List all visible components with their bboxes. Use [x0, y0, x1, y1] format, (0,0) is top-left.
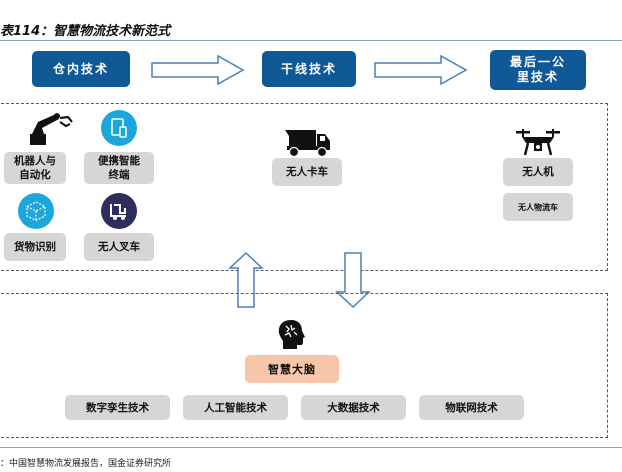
- item-portable-terminal: 便携智能 终端: [84, 152, 154, 184]
- tech-ai: 人工智能技术: [183, 395, 288, 420]
- item-robot-automation: 机器人与 自动化: [4, 152, 66, 184]
- item-label-line1: 机器人与: [14, 155, 56, 167]
- tech-label: 大数据技术: [327, 401, 380, 414]
- stage-trunk-label: 干线技术: [280, 61, 337, 76]
- tech-label: 数字孪生技术: [86, 401, 149, 414]
- item-drone: 无人机: [503, 158, 573, 186]
- stage-last-mile-line1: 最后一公: [509, 55, 566, 69]
- cube-icon: [18, 193, 54, 229]
- item-label: 无人物流车: [518, 202, 558, 212]
- tech-big-data: 大数据技术: [301, 395, 406, 420]
- item-label-line1: 便携智能: [98, 155, 140, 167]
- brain-label: 智慧大脑: [268, 363, 316, 376]
- item-cargo-recognition: 货物识别: [4, 233, 66, 261]
- drone-icon: [516, 129, 560, 156]
- item-label: 货物识别: [14, 241, 56, 253]
- item-unmanned-forklift: 无人叉车: [84, 233, 154, 261]
- truck-icon: [285, 130, 330, 158]
- stage-warehouse: 仓内技术: [32, 51, 130, 87]
- tech-label: 人工智能技术: [204, 401, 267, 414]
- tech-digital-twin: 数字孪生技术: [65, 395, 170, 420]
- forklift-icon: [101, 193, 137, 229]
- stage-trunk: 干线技术: [262, 51, 356, 87]
- right-arrow-icon: [151, 55, 245, 85]
- item-unmanned-truck: 无人卡车: [272, 158, 342, 186]
- stage-last-mile: 最后一公 里技术: [490, 50, 586, 90]
- tech-label: 物联网技术: [445, 401, 498, 414]
- brain-head-icon: [278, 320, 305, 349]
- item-label-line2: 终端: [108, 169, 130, 181]
- footer-divider: [0, 447, 622, 448]
- figure-title: 表114：智慧物流技术新范式: [0, 24, 171, 39]
- brain-layer-box: [0, 293, 608, 438]
- tech-iot: 物联网技术: [419, 395, 524, 420]
- smart-brain-box: 智慧大脑: [245, 355, 339, 383]
- item-label: 无人叉车: [98, 241, 140, 253]
- right-arrow-icon: [374, 55, 468, 85]
- item-unmanned-logistics-vehicle: 无人物流车: [503, 193, 573, 221]
- item-label: 无人卡车: [286, 166, 328, 178]
- tablet-icon: [101, 110, 137, 146]
- stage-warehouse-label: 仓内技术: [52, 61, 109, 76]
- execution-layer-box: [0, 103, 608, 271]
- source-note: ：中国智慧物流发展报告，国金证券研究所: [0, 459, 172, 469]
- stage-last-mile-line2: 里技术: [516, 70, 559, 84]
- robot-arm-icon: [30, 113, 73, 145]
- item-label: 无人机: [522, 166, 554, 178]
- title-divider: [0, 40, 622, 41]
- item-label-line2: 自动化: [19, 169, 51, 181]
